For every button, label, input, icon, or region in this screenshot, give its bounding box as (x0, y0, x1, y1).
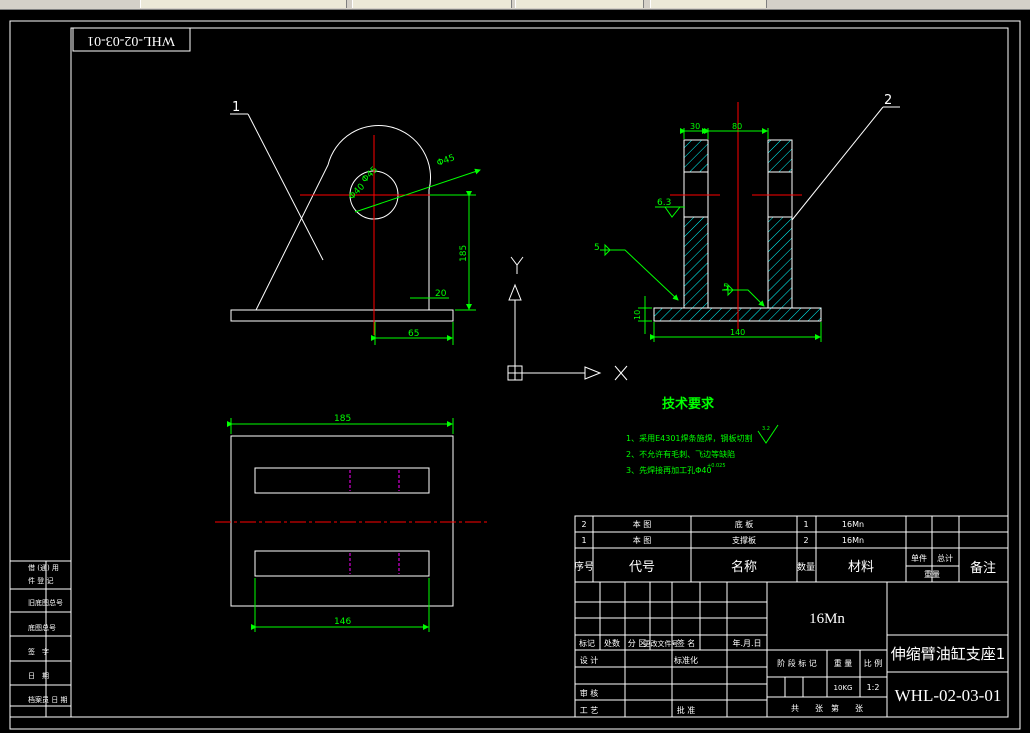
tech-item-2: 2、不允许有毛刺、飞边等缺陷 (626, 449, 735, 459)
part-row-1-no: 2 (581, 520, 586, 529)
roughness-symbol-icon (757, 424, 779, 444)
dim-left-width: 30 (690, 122, 700, 131)
header-name: 名称 (731, 559, 757, 575)
label-stage: 阶 段 标 记 (777, 658, 817, 668)
dim-diameter: Φ45 (436, 153, 457, 169)
tech-item-3: 3、先焊接再加工孔Φ40 (626, 465, 712, 475)
ucs-icon (507, 256, 628, 381)
header-code: 代号 (629, 560, 655, 575)
dim-hole2: Φ45 (360, 165, 380, 185)
material-value: 16Mn (809, 611, 845, 627)
strip-label-4: 底图总号 (28, 623, 56, 632)
label-process: 工 艺 (580, 706, 599, 715)
top-view[interactable]: 185 146 (215, 414, 490, 632)
rev-header-2: 处数 (604, 638, 620, 648)
dim-base-width: 140 (730, 328, 745, 337)
rev-header-3: 分 区 (628, 639, 647, 648)
part-row-1-code: 本 图 (633, 519, 652, 529)
strip-label-2: 件 登 记 (28, 576, 53, 585)
part-row-2-no: 1 (581, 536, 586, 545)
part-row-1-name: 底 板 (735, 519, 754, 529)
weld-top-value: 6.3 (657, 198, 671, 208)
label-scale: 比 例 (864, 658, 883, 668)
label-check: 审 核 (580, 688, 599, 698)
dim-base: 65 (408, 329, 419, 339)
header-weight: 重量 (924, 569, 940, 579)
header-qty: 数量 (797, 561, 815, 573)
dim-height: 185 (459, 245, 469, 262)
front-view[interactable]: 1 Φ45 Φ40 Φ45 185 20 65 (230, 100, 481, 345)
part-row-2-material: 16Mn (842, 536, 864, 545)
corner-code: WHL-02-03-01 (87, 33, 175, 48)
part-row-1-material: 16Mn (842, 520, 864, 529)
header-total: 总计 (937, 553, 953, 563)
strip-label-6: 日 期 (28, 672, 49, 680)
label-design: 设 计 (580, 655, 599, 665)
title-block-text: 2 本 图 底 板 1 16Mn 1 本 图 支撑板 2 16Mn 序号 代号 … (574, 519, 1005, 715)
part-row-2-code: 本 图 (633, 535, 652, 545)
document-tab-1[interactable] (140, 0, 347, 8)
part-row-2-qty: 2 (803, 536, 808, 545)
dim-gap: 80 (732, 122, 742, 131)
rev-header-4: 更改文件号 (644, 639, 679, 648)
tech-item-1: 1、采用E4301焊条施焊，钢板切割 (626, 433, 753, 443)
weld-left-value: 5 (594, 243, 600, 253)
tech-roughness: 3.2 (762, 426, 770, 432)
document-tab-2[interactable] (352, 0, 512, 8)
tech-tolerance: +0.025 (707, 463, 726, 469)
drawing-frame (9, 20, 1021, 730)
header-single: 单件 (911, 553, 927, 563)
part-row-1-qty: 1 (803, 520, 808, 529)
label-standard: 标准化 (674, 655, 698, 665)
part-row-2-name: 支撑板 (732, 535, 756, 545)
cad-model-space[interactable]: WHL-02-03-01 借 (通) 用 件 登 记 旧底图总号 底图总号 签 … (0, 10, 1030, 733)
strip-label-7: 档案员 日 期 (28, 695, 67, 704)
side-strip (9, 560, 72, 718)
weight-value: 10KG (834, 684, 853, 692)
balloon-right: 2 (884, 93, 892, 108)
title-block[interactable] (574, 515, 1009, 718)
header-no: 序号 (574, 560, 594, 573)
drawing-title: 伸缩臂油缸支座1 (891, 645, 1006, 663)
rev-header-5: 签 名 (677, 638, 696, 648)
dim-hole: Φ40 (347, 182, 367, 202)
balloon-left: 1 (232, 100, 240, 115)
dim-bottom-width: 146 (334, 617, 351, 627)
dim-base-height: 10 (633, 310, 642, 320)
corner-code-box: WHL-02-03-01 (72, 27, 191, 52)
label-approve: 批 准 (677, 705, 696, 715)
strip-label-5: 签 字 (28, 647, 49, 656)
dim-plate: 20 (435, 289, 447, 299)
technical-requirements: 技术要求 1、采用E4301焊条施焊，钢板切割 2、不允许有毛刺、飞边等缺陷 3… (626, 396, 779, 475)
rev-header-6: 年.月.日 (732, 638, 761, 648)
rev-header-1: 标记 (579, 638, 595, 648)
document-tab-4[interactable] (650, 0, 767, 8)
label-weight: 重 量 (834, 658, 853, 668)
dim-top-width: 185 (334, 414, 351, 424)
weld-mid-value: 5 (723, 283, 729, 293)
label-sheets: 共 张 第 张 (791, 703, 863, 713)
header-material: 材料 (848, 560, 874, 575)
document-tab-3[interactable] (515, 0, 644, 8)
header-remark: 备注 (970, 560, 996, 576)
app-tab-bar (0, 0, 1030, 10)
scale-value: 1:2 (867, 683, 880, 692)
strip-label-1: 借 (通) 用 (28, 563, 59, 572)
side-view[interactable]: 2 30 80 6.3 5 5 10 140 (594, 93, 900, 342)
tech-title: 技术要求 (662, 396, 715, 412)
drawing-number: WHL-02-03-01 (895, 686, 1002, 705)
strip-label-3: 旧底图总号 (28, 598, 63, 607)
